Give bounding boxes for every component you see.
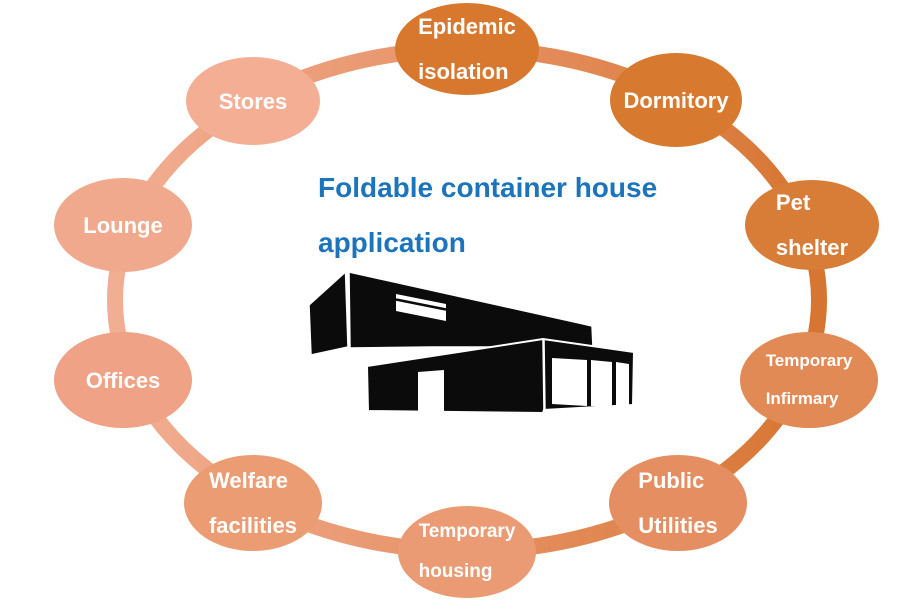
node-label: Public Utilities (638, 458, 717, 548)
node-label-line: Dormitory (623, 87, 729, 113)
node-label: Stores (219, 79, 287, 124)
node-label-line: Lounge (83, 212, 163, 238)
node-label-line: Infirmary (765, 389, 839, 408)
node-label-line: facilities (208, 513, 298, 538)
node-dormitory: Dormitory (610, 53, 742, 147)
node-label-line: housing (418, 561, 493, 582)
diagram-title-line1: Foldable container house (318, 172, 658, 203)
node-label-line: Temporary (765, 351, 853, 370)
node-public-utilities: Public Utilities (609, 455, 747, 551)
node-epidemic-isolation: Epidemic isolation (395, 3, 539, 95)
node-temporary-housing: Temporary housing (398, 506, 536, 598)
node-label-line: Stores (218, 88, 288, 114)
node-label-line: Pet (775, 190, 811, 215)
container-house-icon (308, 270, 636, 415)
node-welfare-facilities: Welfare facilities (184, 455, 322, 551)
node-lounge: Lounge (54, 178, 192, 272)
node-label: Epidemic isolation (418, 4, 516, 94)
node-label-line: Utilities (638, 513, 718, 538)
node-label: Offices (86, 358, 161, 403)
node-label-line: shelter (775, 235, 849, 260)
node-label-line: Public (638, 468, 705, 493)
node-label: Dormitory (623, 78, 728, 123)
node-label-line: Temporary (418, 521, 516, 542)
node-label-line: Epidemic (418, 14, 516, 39)
node-label: Welfare facilities (209, 458, 297, 548)
node-label: Temporary housing (419, 512, 516, 592)
node-label: Temporary Infirmary (766, 342, 853, 418)
node-label-line: isolation (418, 59, 509, 84)
node-offices: Offices (54, 332, 192, 428)
node-pet-shelter: Pet shelter (745, 180, 879, 270)
diagram-title-line2: application (318, 227, 466, 258)
node-label-line: Welfare (208, 468, 289, 493)
node-label: Lounge (83, 203, 162, 248)
node-label: Pet shelter (776, 180, 848, 270)
node-stores: Stores (186, 57, 320, 145)
diagram-title: Foldable container house application (318, 160, 678, 270)
node-label-line: Offices (85, 367, 161, 393)
node-temporary-infirmary: Temporary Infirmary (740, 332, 878, 428)
